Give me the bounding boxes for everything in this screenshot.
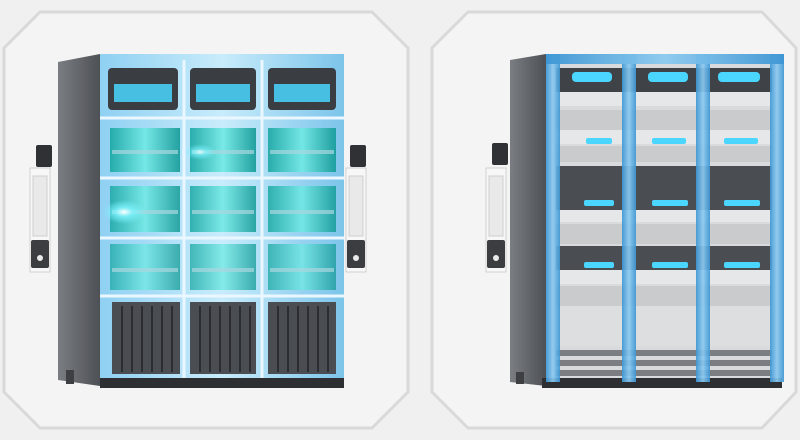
wall-controller-icon — [345, 145, 367, 273]
server-rack-icon — [572, 72, 760, 268]
blue-frame-bars — [546, 54, 784, 382]
left-panel — [2, 10, 410, 430]
wall-controller-icon — [485, 143, 508, 273]
drive-bay-icon — [110, 128, 336, 290]
server-cabinet-blue — [510, 54, 784, 388]
wall-controller-icon — [29, 145, 52, 273]
server-rack-icon — [112, 302, 336, 374]
drive-bay-icon — [556, 68, 772, 376]
server-rack-icon — [108, 68, 336, 110]
server-cabinet-glass — [58, 54, 344, 388]
right-panel — [430, 10, 798, 430]
